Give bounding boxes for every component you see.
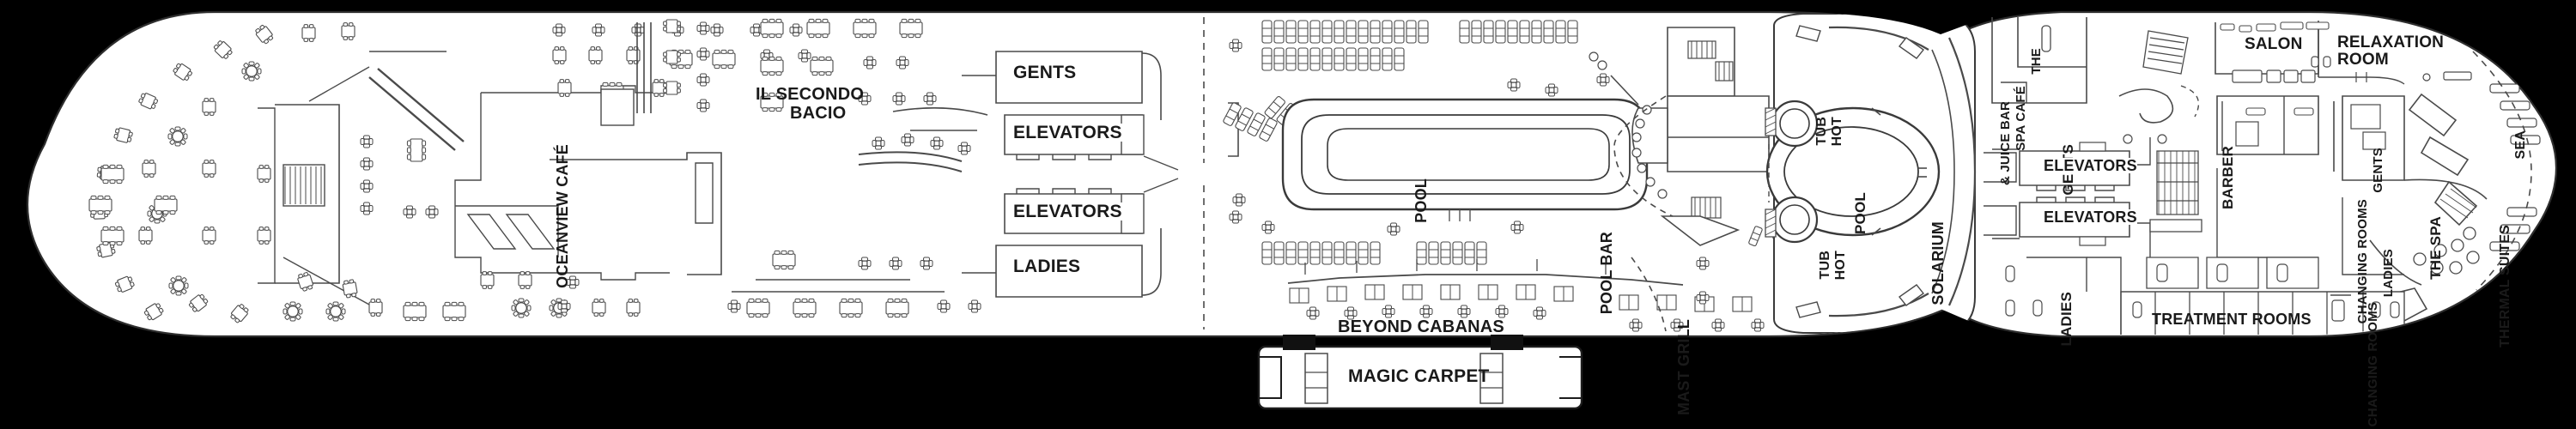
oceanview-cafe-zone	[88, 22, 670, 325]
label-elevators-midship-upper: ELEVATORS	[1013, 123, 1122, 142]
label-relaxation-room-line2: ROOM	[2337, 51, 2389, 69]
label-hot-tub-upper-line1: HOT	[1830, 117, 1844, 147]
label-treatment-rooms: TREATMENT ROOMS	[2152, 311, 2312, 328]
label-magic-carpet: MAGIC CARPET	[1348, 366, 1490, 386]
label-beyond-cabanas: BEYOND CABANAS	[1338, 317, 1504, 336]
label-solarium: SOLARIUM	[1929, 221, 1947, 305]
label-the-spa: THE SPA	[2427, 216, 2444, 280]
label-spa-cafe-line1: THE	[2029, 48, 2044, 75]
mast-grill-pool-bar-zone	[1589, 27, 1788, 332]
label-ladies-changing-line2: CHANGING ROOMS	[2366, 302, 2380, 427]
label-il-secondo-bacio-line2: BACIO	[790, 104, 847, 123]
label-ladies-changing-line1: LADIES	[2381, 249, 2396, 298]
label-sea-thermal-suites-line1: SEA	[2513, 130, 2528, 160]
label-sea-thermal-suites-line2: THERMAL SUITES	[2498, 225, 2512, 347]
label-hot-tub-lower-line1: HOT	[1833, 251, 1848, 281]
label-elevators-midship-lower: ELEVATORS	[1013, 202, 1122, 221]
label-hot-tub-lower-line2: TUB	[1818, 251, 1832, 280]
label-oceanview-cafe: OCEANVIEW CAFÉ	[554, 144, 571, 288]
label-spa-cafe-line3: & JUICE BAR	[1998, 101, 2013, 186]
il-secondo-bacio-zone	[550, 18, 988, 318]
label-mast-grill: MAST GRILL	[1675, 319, 1692, 415]
label-ladies-midship: LADIES	[1013, 257, 1081, 276]
label-spa-cafe-line2: SPA CAFÉ	[2014, 86, 2028, 151]
label-ladies-aft: LADIES	[2058, 292, 2075, 347]
label-salon: SALON	[2245, 35, 2303, 53]
label-pool-main: POOL	[1413, 178, 1430, 223]
label-relaxation-room-line1: RELAXATION	[2337, 33, 2445, 51]
label-elevators-aft-upper: ELEVATORS	[2044, 157, 2137, 174]
label-elevators-aft-lower: ELEVATORS	[2044, 208, 2137, 226]
magic-carpet-platform	[1257, 335, 1583, 410]
label-barber: BARBER	[2220, 146, 2236, 209]
solarium-zone	[1765, 13, 1977, 334]
label-gents-changing-line1: GENTS	[2371, 148, 2385, 193]
label-il-secondo-bacio-line1: IL SECONDO	[756, 85, 865, 104]
label-pool-solarium: POOL	[1852, 192, 1868, 234]
label-gents-midship: GENTS	[1013, 63, 1077, 82]
label-hot-tub-upper-line2: TUB	[1814, 117, 1829, 146]
label-pool-bar: POOL BAR	[1598, 232, 1615, 315]
aft-spa-rooms	[2005, 21, 2541, 335]
